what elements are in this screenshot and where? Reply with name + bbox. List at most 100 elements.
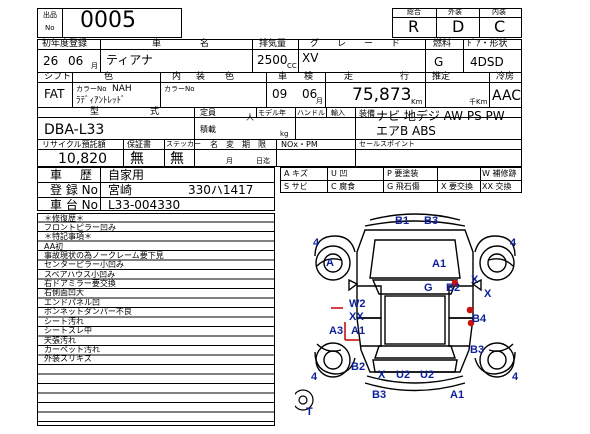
label-car: 車 [152,39,162,49]
vin-value: L33-004330 [108,198,181,212]
fuel-value: G [434,55,444,69]
grade-total: R [408,17,420,36]
label-name-change-2: 変 [226,140,234,149]
shift-value: FAT [44,87,65,101]
label-recycle: リサイクル預託額 [42,140,106,149]
label-steering: ハンドル [297,109,325,117]
legend-w: W 補修跡 [482,169,517,178]
usage-value: 自家用 [108,168,145,182]
mark-4-rear-left: 4 [311,371,318,383]
label-grade-4: ド [391,39,401,49]
label-grade-1: グ [310,39,320,49]
car-name: ティアナ [106,53,154,67]
grade-label-interior: 内装 [492,8,506,16]
label-name-change-1: 名 [210,140,218,149]
legend-u: U 凹 [331,169,348,178]
mark-4-front-left: 4 [313,237,320,249]
usage-box [37,167,275,211]
usage-label-1: 車 [50,168,63,182]
label-kg: kg [280,130,289,138]
label-name-change-4: 限 [258,140,266,149]
mark-b3-right: B3 [470,344,485,356]
label-mileage-2: 行 [400,72,410,82]
label-grade-3: ー [364,39,374,49]
notes-item: 事故現状の為ノークレーム要下見 [44,251,164,260]
label-inspection-2: 検 [304,72,314,82]
lot-number: 0005 [80,8,136,33]
label-mileage-1: 走 [344,72,354,82]
notes-item: 外装スリキズ [44,354,92,363]
mark-4-front-right: 4 [510,237,517,249]
lot-label: 出品 [43,11,57,19]
notes-lines [37,213,275,426]
mark-w2: W2 [349,298,366,310]
grade-value: XV [302,51,319,65]
mark-b3-top: B3 [424,215,439,227]
label-displacement: 排気量 [259,39,287,49]
interior-color-no-label: カラーNo [164,85,195,93]
label-model-2: 式 [150,107,160,117]
displacement: 2500 [257,53,288,67]
mark-g: G [424,282,433,294]
door-shape-value: 4DSD [470,55,504,69]
legend-a: A キズ [284,169,309,178]
name-change-month: 月 [226,157,233,165]
label-sticker: ステッカー [166,140,201,148]
info-grid [37,39,522,167]
notes-repair-title: ＊修復歴＊ [44,214,84,223]
equipment-line-2: エアB ABS [376,124,436,138]
model-value: DBA-L33 [44,122,105,138]
notes-repair-line: フロントピラー凹み [44,223,116,232]
mark-b3-bottom: B3 [372,389,387,401]
mark-b2-rear: B2 [351,361,366,373]
notes-item: 右側面凹大 [44,288,84,297]
notes-item: センターピラー小凹み [44,260,124,269]
mark-xx: XX [349,311,364,323]
label-nox: NOx・PM [281,140,318,149]
km-unit: Km [411,98,423,106]
lot-box [37,8,182,38]
label-load: 積載 [200,125,216,134]
equipment-line-1: ナビ 地デジ AW PS PW [376,109,505,123]
label-capacity: 定員 [200,108,216,117]
mark-a1-bottom: A1 [450,389,465,401]
label-interior-3: 色 [225,72,235,82]
month-unit: 月 [91,62,98,70]
notes-item: ボンネットダンパー不良 [44,307,132,316]
label-estimate: 推定 [432,72,451,82]
mark-a-wheel: A [326,257,334,269]
label-name-change-3: 期 [242,140,250,149]
legend-xx: XX 交換 [482,182,512,191]
mark-x-right-top: X [471,274,479,286]
inspection-year: 09 [272,87,288,101]
grade-box [392,8,522,38]
label-model-year: モデル年 [258,109,286,117]
name-change-day: 日迄 [256,157,270,165]
usage-label-2: 歴 [80,168,93,182]
label-persons: 人 [246,113,254,122]
grade-label-exterior: 外装 [448,8,462,16]
grade-interior: C [494,17,506,36]
mark-a1-side: A1 [351,325,366,337]
label-sales-point: セールスポイント [359,140,415,148]
first-reg-month: 06 [68,54,84,68]
notes-item: 天張汚れ [44,336,76,345]
label-model-1: 型 [90,107,100,117]
mark-4-rear-right: 4 [512,371,519,383]
notes-item: エンドパネル凹 [44,298,100,307]
vin-label: 車 台 No [50,198,98,212]
mark-a3: A3 [329,325,344,337]
estimate-unit: 千Km [469,98,488,106]
color-name: ﾗﾃﾞｨｱﾝﾄﾚｯﾄﾞ [76,96,126,106]
label-warranty: 保証書 [127,140,151,149]
reg-prefecture: 宮崎 [108,183,133,197]
cc-unit: CC [287,62,297,70]
recycle-value: 10,820 [58,151,107,167]
first-reg-year: 26 [43,54,59,68]
inspection-month-unit: 月 [316,97,323,105]
lot-label-no: No [45,24,55,32]
legend-s: S サビ [284,182,308,191]
mark-u2-2: U2 [420,369,435,381]
label-equipment: 装備 [359,109,375,118]
warranty-value: 無 [130,151,144,167]
